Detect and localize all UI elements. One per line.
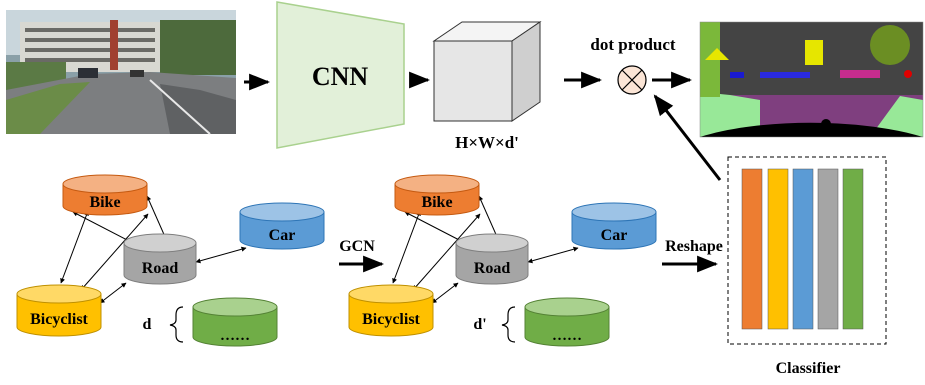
arrow-classifier-to-dot <box>653 94 722 181</box>
classifier-bar <box>741 168 763 330</box>
graph-after-node-car-label: Car <box>601 227 628 244</box>
classifier-bar <box>767 168 789 330</box>
dim-d-label: d <box>143 316 152 333</box>
classifier-bar <box>817 168 839 330</box>
feature-dims-label: H×W×d' <box>455 133 519 152</box>
graph-before-node-bicyclist-label: Bicyclist <box>30 311 88 328</box>
graph-after-node-bicyclist: Bicyclist <box>348 284 434 337</box>
graph-after-node-more-label: …… <box>552 328 582 344</box>
segmentation-output-image <box>700 22 923 137</box>
graph-after-node-bike-label: Bike <box>421 194 452 211</box>
graph-after-node-car: Car <box>571 202 657 250</box>
graph-after-node-road: Road <box>455 233 529 285</box>
cnn-block <box>276 1 405 149</box>
classifier-box <box>727 156 887 345</box>
graph-after-node-bicyclist-label: Bicyclist <box>362 311 420 328</box>
feature-map-cube <box>432 21 542 122</box>
dim-d-brace <box>169 306 184 343</box>
graph-after-edges <box>392 195 579 304</box>
input-street-image <box>6 10 236 135</box>
gcn-label: GCN <box>339 238 375 255</box>
graph-before-node-bike: Bike <box>62 174 148 216</box>
classifier-bars <box>741 168 864 330</box>
classifier-bar <box>792 168 814 330</box>
graph-after-node-road-label: Road <box>474 260 511 277</box>
graph-after-node-more: …… <box>524 297 610 347</box>
graph-before-node-bike-label: Bike <box>89 194 120 211</box>
graph-before-node-road-label: Road <box>142 260 179 277</box>
graph-before-node-car-label: Car <box>269 227 296 244</box>
cnn-label: CNN <box>312 62 369 91</box>
classifier-label: Classifier <box>776 360 841 377</box>
dot-product-label: dot product <box>590 35 676 54</box>
graph-before-node-more-label: …… <box>220 328 250 344</box>
dot-product-icon <box>617 65 647 95</box>
reshape-label: Reshape <box>665 238 723 255</box>
dim-d-prime-label: d' <box>473 316 486 333</box>
classifier-bar <box>842 168 864 330</box>
graph-before-node-bicyclist: Bicyclist <box>16 284 102 337</box>
graph-before-node-more: …… <box>192 297 278 347</box>
graph-before-node-car: Car <box>239 202 325 250</box>
dim-d-prime-brace <box>501 306 516 343</box>
graph-before-edges <box>60 195 247 304</box>
graph-after-node-bike: Bike <box>394 174 480 216</box>
graph-before-node-road: Road <box>123 233 197 285</box>
